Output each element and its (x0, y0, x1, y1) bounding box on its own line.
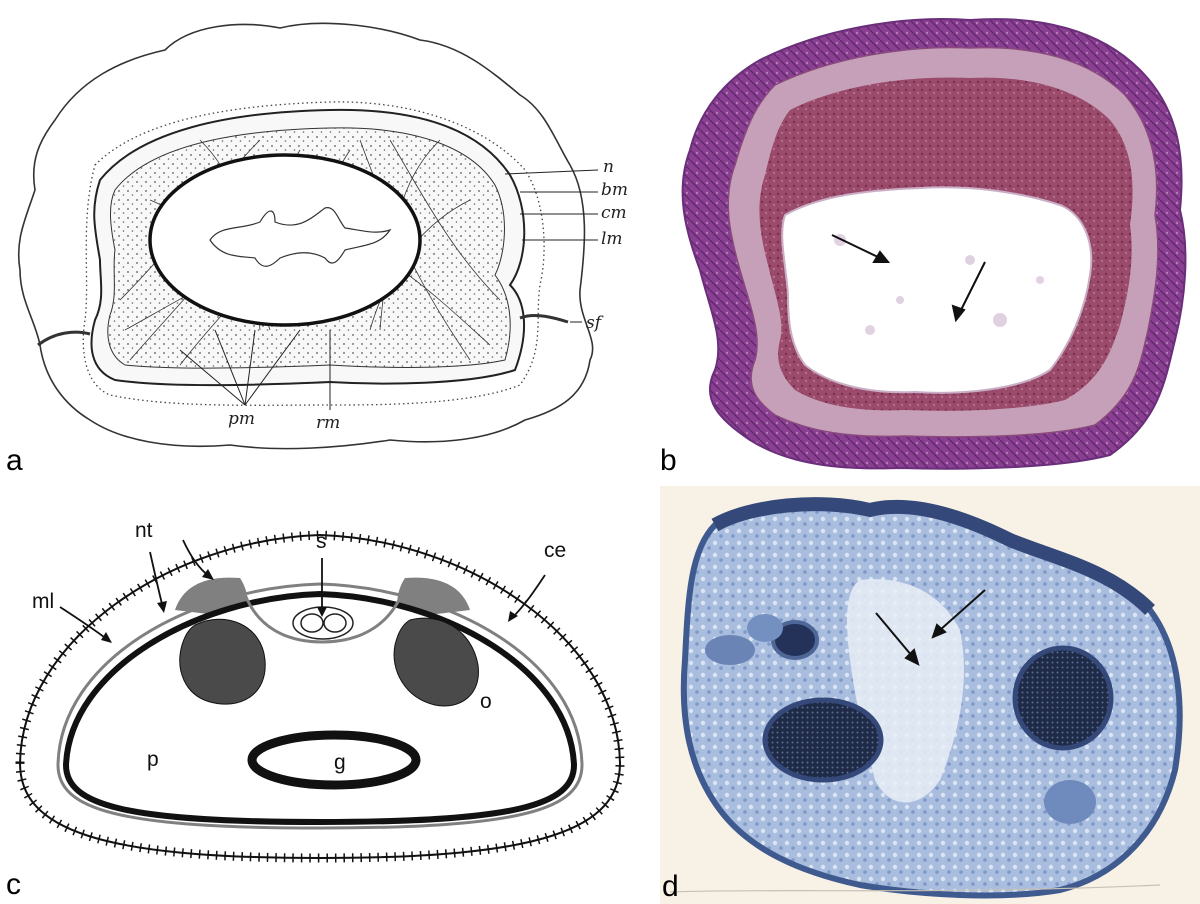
label-lm: lm (601, 229, 623, 249)
drawing-a: n bm cm lm sf pm rm (17, 22, 628, 450)
central-lumen (781, 186, 1093, 394)
arrow-head-b1 (872, 250, 891, 263)
ovary-left (179, 618, 266, 705)
cilia (15, 530, 625, 863)
dark-blob (705, 635, 755, 665)
ovary-right-d (1012, 645, 1114, 751)
label-ml: ml (32, 590, 54, 613)
arrow-head-d2 (931, 623, 947, 639)
outer-epidermis-outline (17, 22, 594, 450)
label-cm: cm (601, 203, 627, 223)
round-cell (1044, 780, 1096, 824)
gut-outline (209, 207, 392, 267)
blue-cell-cluster (747, 614, 783, 642)
leader-lines-a (179, 169, 599, 410)
lateral-fold-left (37, 330, 91, 347)
label-s: s (316, 530, 327, 553)
label-o: o (480, 690, 492, 713)
label-sf: sf (586, 313, 604, 333)
arrow-head-b2 (951, 304, 966, 323)
outer-epidermis-dark (711, 497, 1155, 616)
grey-basement-line (56, 582, 584, 830)
panel-c: nt s ce ml o p g c (0, 480, 640, 904)
arrows-b (831, 234, 986, 323)
lateral-fold-right (519, 314, 569, 324)
panel-label-a: a (6, 444, 23, 477)
slide-crack (669, 884, 1161, 893)
statolith-left (300, 613, 324, 633)
ovary-left-d (762, 697, 884, 783)
label-ce: ce (544, 539, 566, 562)
label-pm: pm (228, 409, 255, 429)
panel-a: n bm cm lm sf pm rm a (0, 0, 640, 480)
label-g: g (334, 751, 346, 774)
label-p: p (147, 748, 159, 771)
ovary-right (393, 617, 479, 707)
arrowheads-c (101, 569, 518, 643)
schematic-c: nt s ce ml o p g (15, 519, 625, 863)
panel-label-b: b (660, 444, 677, 477)
micrograph-d (660, 486, 1200, 904)
gut-ring (247, 730, 421, 790)
micrograph-b (681, 18, 1187, 470)
panel-label-c: c (6, 868, 21, 901)
arrows-d (875, 589, 986, 666)
panel-d: d (640, 480, 1200, 904)
label-n: n (603, 157, 614, 177)
statolith-right (323, 613, 347, 633)
panel-label-d: d (662, 870, 679, 903)
panel-b: b (640, 0, 1200, 480)
inner-lumen (148, 153, 422, 327)
label-nt: nt (135, 519, 153, 542)
arrow-head-d1 (904, 648, 920, 666)
label-bm: bm (601, 180, 628, 200)
statocyst-arc (240, 585, 407, 644)
label-rm: rm (316, 413, 340, 433)
